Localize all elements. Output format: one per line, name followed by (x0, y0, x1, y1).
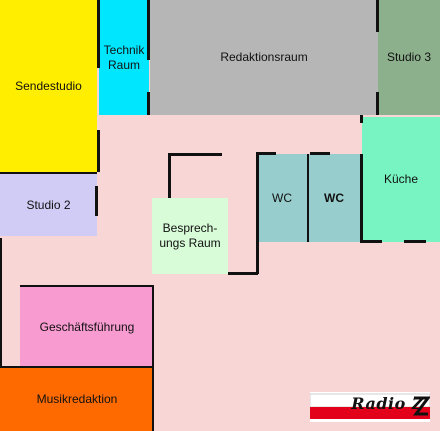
wall (256, 242, 259, 274)
room-label-wc-1: WC (272, 190, 292, 205)
wall (360, 240, 382, 243)
wall (360, 115, 363, 123)
wall (256, 152, 276, 155)
radio-z-logo: Radio Z (309, 392, 431, 422)
room-musikredaktion: Musikredaktion (0, 368, 154, 431)
wall (147, 0, 150, 60)
wall (20, 285, 154, 287)
room-wc-2: WC (308, 154, 360, 242)
room-label-wc-2: WC (324, 190, 344, 205)
room-kueche: Küche (362, 117, 440, 242)
room-besprechung: Besprech- ungs Raum (152, 198, 228, 274)
wall (152, 368, 154, 431)
room-wc-1: WC (256, 154, 308, 242)
room-label-studio2: Studio 2 (26, 197, 71, 212)
room-label-sendestudio: Sendestudio (15, 78, 82, 93)
wall (404, 240, 426, 243)
room-label-kueche: Küche (383, 172, 419, 186)
room-label-besprechung: Besprech- ungs Raum (159, 221, 221, 250)
wall (310, 152, 330, 155)
wall (97, 0, 100, 68)
wall (376, 0, 379, 32)
wall (168, 153, 171, 198)
wall (152, 285, 154, 367)
wall (256, 154, 259, 242)
room-technik: Technik Raum (99, 0, 149, 115)
wall (0, 172, 97, 174)
room-geschaeftsfuehrung: Geschäftsführung (20, 287, 154, 367)
wall (97, 130, 100, 172)
room-studio3: Studio 3 (378, 0, 440, 115)
wall (95, 186, 98, 216)
wall (228, 272, 258, 275)
wall (0, 238, 2, 366)
wall (170, 153, 222, 156)
room-redaktion: Redaktionsraum (150, 0, 378, 115)
room-label-musikredaktion: Musikredaktion (36, 392, 118, 406)
room-sendestudio: Sendestudio (0, 0, 97, 172)
wall (0, 366, 154, 368)
room-label-studio3: Studio 3 (386, 50, 432, 64)
wall (376, 92, 379, 115)
room-label-redaktion: Redaktionsraum (220, 50, 308, 64)
wall (307, 154, 309, 242)
room-studio2: Studio 2 (0, 174, 97, 236)
wall (360, 154, 363, 242)
room-label-technik: Technik Raum (103, 42, 145, 72)
wall (147, 92, 150, 115)
logo-text: Radio Z (351, 394, 424, 413)
room-label-geschaeftsfuehrung: Geschäftsführung (39, 319, 135, 334)
